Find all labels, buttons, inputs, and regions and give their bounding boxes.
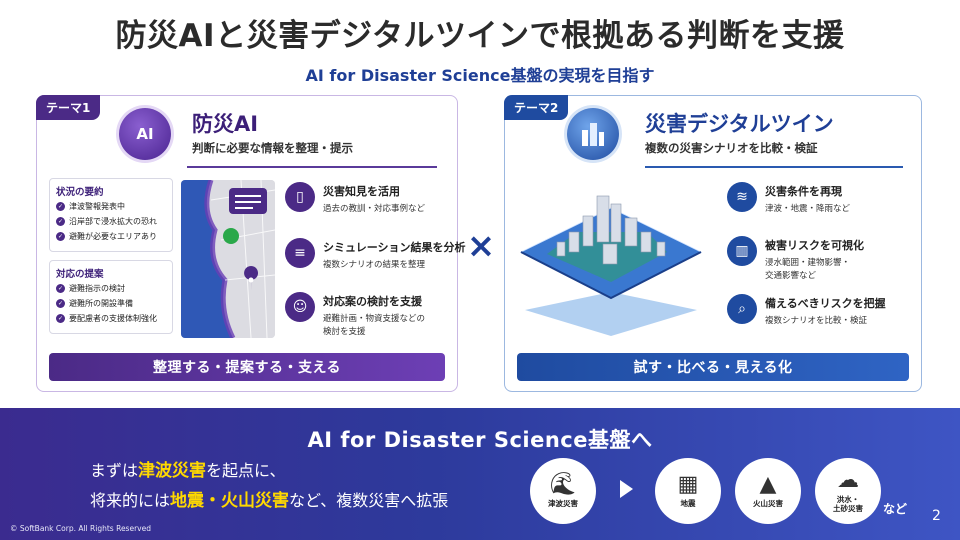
disaster-volcano: ▲ 火山災害 (735, 458, 801, 524)
banner-title: AI for Disaster Science基盤へ (307, 428, 653, 452)
theme1-title: 防災AI (192, 112, 259, 136)
check-icon: ✓ (56, 202, 65, 211)
feature-response-support: ☺ 対応案の検討を支援避難計画・物資支援などの 検討を支援 (285, 292, 485, 339)
page-subtitle: AI for Disaster Science基盤の実現を目指す (305, 66, 655, 85)
disaster-earthquake: ▦ 地震 (655, 458, 721, 524)
check-icon: ✓ (56, 299, 65, 308)
situation-item: ✓沿岸部で浸水拡大の恐れ (56, 217, 157, 226)
hazard-map-image (181, 180, 275, 338)
check-icon: ✓ (56, 217, 65, 226)
feature-simulation-analysis: ≡ シミュレーション結果を分析複数シナリオの結果を整理 (285, 238, 485, 272)
check-icon: ✓ (56, 314, 65, 323)
theme2-subtitle: 複数の災害シナリオを比較・検証 (645, 141, 818, 155)
disaster-tsunami: 🌊︎ 津波災害 (530, 458, 596, 524)
theme1-tag: テーマ1 (36, 95, 101, 120)
situation-item: ✓津波警報発表中 (56, 202, 125, 211)
times-icon: × (466, 226, 496, 266)
theme2-summary-bar: 試す・比べる・見える化 (517, 353, 909, 381)
tsunami-icon: 🌊︎ (549, 472, 577, 497)
theme2-title: 災害デジタルツイン (645, 112, 834, 136)
response-proposal-box: 対応の提案 ✓避難指示の検討 ✓避難所の開設準備 ✓要配慮者の支援体制強化 (49, 260, 173, 334)
situation-item: ✓避難が必要なエリアあり (56, 232, 157, 241)
feature-reproduce-conditions: ≋ 災害条件を再現津波・地震・降雨など (727, 182, 927, 216)
ai-brain-icon: AI (119, 108, 171, 160)
volcano-icon: ▲ (759, 472, 777, 497)
bottom-banner: AI for Disaster Science基盤へ (0, 408, 960, 540)
proposal-heading: 対応の提案 (56, 269, 104, 280)
check-icon: ✓ (56, 284, 65, 293)
building-icon: ▦ (677, 472, 699, 497)
arrow-right-icon (620, 480, 633, 498)
book-icon: ▯ (285, 182, 315, 212)
feature-understand-risk: ⌕ 備えるべきリスクを把握複数シナリオを比較・検証 (727, 294, 927, 328)
proposal-item: ✓要配慮者の支援体制強化 (56, 314, 157, 323)
proposal-item: ✓避難所の開設準備 (56, 299, 133, 308)
city-buildings-icon (567, 108, 619, 160)
situation-heading: 状況の要約 (56, 187, 104, 198)
proposal-item: ✓避難指示の検討 (56, 284, 125, 293)
situation-summary-box: 状況の要約 ✓津波警報発表中 ✓沿岸部で浸水拡大の恐れ ✓避難が必要なエリアあり (49, 178, 173, 252)
person-icon: ☺ (285, 292, 315, 322)
banner-line-2: 将来的には地震・火山災害など、複数災害へ拡張 (90, 491, 449, 511)
copyright: © SoftBank Corp. All Rights Reserved (10, 524, 151, 533)
theme1-panel: テーマ1 AI 防災AI 判断に必要な情報を整理・提示 状況の要約 ✓津波警報発… (36, 95, 466, 392)
etc-label: など (883, 502, 908, 516)
magnifier-icon: ⌕ (727, 294, 757, 324)
theme1-subtitle: 判断に必要な情報を整理・提示 (192, 141, 353, 155)
theme2-panel: テーマ2 災害デジタルツイン 複数の災害シナリオを比較・検証 ≋ 災害条件を再現… (504, 95, 922, 392)
database-icon: ≡ (285, 238, 315, 268)
theme2-divider (645, 166, 903, 168)
theme1-summary-bar: 整理する・提案する・支える (49, 353, 445, 381)
feature-disaster-knowledge: ▯ 災害知見を活用過去の教訓・対応事例など (285, 182, 485, 216)
feature-visualize-risk: ▥ 被害リスクを可視化浸水範囲・建物影響・ 交通影響など (727, 236, 927, 283)
check-icon: ✓ (56, 232, 65, 241)
bar-chart-icon: ▥ (727, 236, 757, 266)
waves-icon: ≋ (727, 182, 757, 212)
page-title: 防災AIと災害デジタルツインで根拠ある判断を支援 (115, 18, 845, 54)
banner-line-1: まずは津波災害を起点に、 (90, 461, 286, 481)
digital-twin-city-image (517, 182, 705, 338)
page-number: 2 (932, 508, 941, 524)
disaster-flood: ☁ 洪水・ 土砂災害 (815, 458, 881, 524)
theme2-tag: テーマ2 (504, 95, 569, 120)
theme1-divider (187, 166, 437, 168)
rain-cloud-icon: ☁ (837, 467, 859, 493)
